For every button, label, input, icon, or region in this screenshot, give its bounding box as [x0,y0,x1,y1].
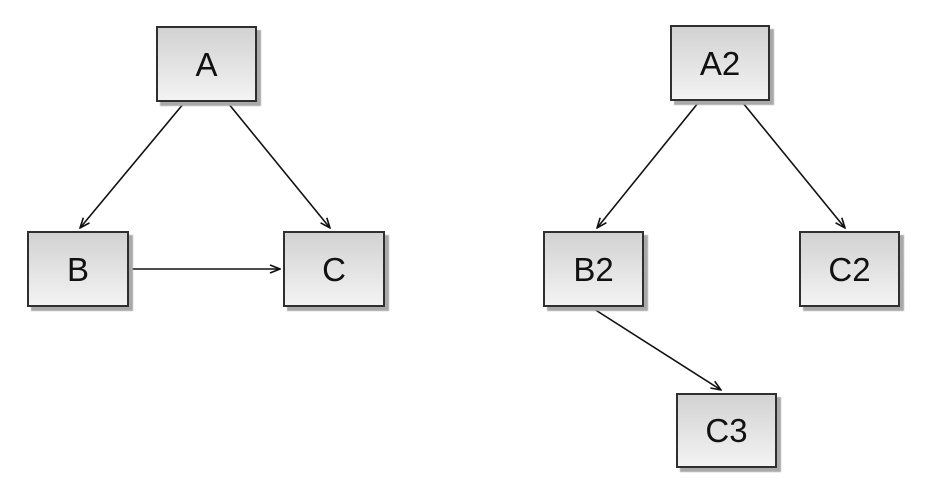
node-label-C: C [322,250,346,288]
edge-B2-to-C3 [593,308,721,390]
node-label-A2: A2 [699,44,741,82]
node-A[interactable]: A [156,26,257,102]
node-B[interactable]: B [27,231,129,307]
edge-A2-to-C2 [742,102,845,228]
node-label-B2: B2 [573,250,614,288]
edge-A-to-C [227,102,330,228]
node-label-A: A [195,45,218,83]
node-C2[interactable]: C2 [799,231,900,307]
node-B2[interactable]: B2 [543,231,644,307]
node-C[interactable]: C [283,231,385,307]
node-C3[interactable]: C3 [676,393,777,468]
node-label-B: B [66,250,89,288]
edge-A-to-B [80,102,185,228]
node-label-C2: C2 [828,250,871,288]
edge-A2-to-B2 [597,102,699,228]
node-label-C3: C3 [705,412,748,449]
node-A2[interactable]: A2 [670,25,770,101]
